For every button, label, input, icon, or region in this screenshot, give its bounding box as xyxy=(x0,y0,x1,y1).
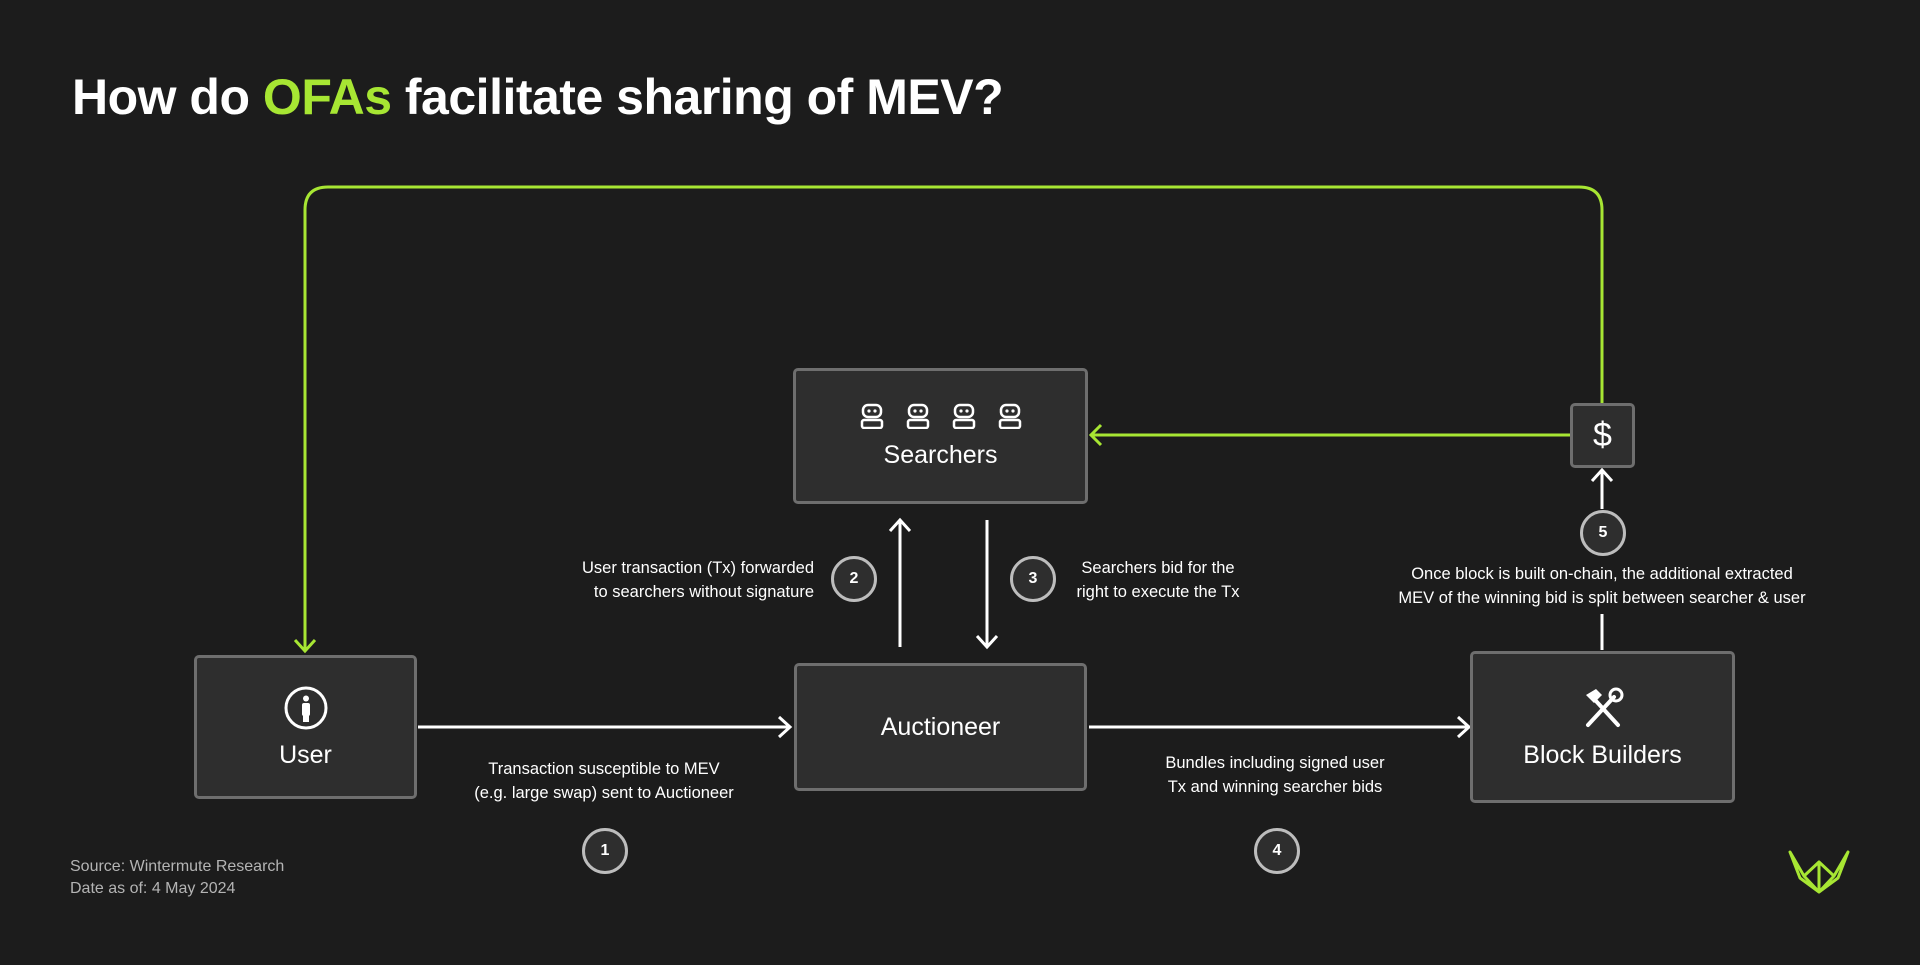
step-3-badge: 3 xyxy=(1010,556,1056,602)
block-builders-node: Block Builders xyxy=(1470,651,1735,803)
person-icon xyxy=(284,686,327,729)
robot-icon xyxy=(860,403,883,429)
title-suffix: facilitate sharing of MEV? xyxy=(391,69,1004,125)
robot-icon xyxy=(952,403,975,429)
step-2-line-2: to searchers without signature xyxy=(593,583,814,601)
green-searchers-arrowhead xyxy=(1088,423,1103,447)
auctioneer-label: Auctioneer xyxy=(880,712,1001,741)
step-4-badge: 4 xyxy=(1254,828,1300,874)
title-prefix: How do xyxy=(72,69,263,125)
hammer-wrench-icon xyxy=(1585,687,1623,727)
step-3-line-1: Searchers bid for the xyxy=(1081,559,1235,577)
step-2-line-1: User transaction (Tx) forwarded xyxy=(582,559,814,577)
step-5-badge: 5 xyxy=(1580,510,1626,556)
footer-source: Source: Wintermute Research xyxy=(70,858,285,875)
step-2-description: User transaction (Tx) forwarded to searc… xyxy=(520,556,814,604)
arrowhead-dollar xyxy=(1590,467,1614,483)
wintermute-logo-icon xyxy=(1788,850,1850,894)
arrowhead-down-auctioneer xyxy=(975,634,999,650)
page-title: How do OFAs facilitate sharing of MEV? xyxy=(72,68,1004,126)
arrowhead-auctioneer xyxy=(777,715,793,739)
block-builders-label: Block Builders xyxy=(1523,740,1682,769)
step-5-line-1: Once block is built on-chain, the additi… xyxy=(1411,565,1793,583)
user-label: User xyxy=(279,740,332,769)
step-4-description: Bundles including signed user Tx and win… xyxy=(1125,751,1425,799)
dollar-icon: $ xyxy=(1570,403,1635,468)
footer-date: Date as of: 4 May 2024 xyxy=(70,880,236,897)
step-5-line-2: MEV of the winning bid is split between … xyxy=(1398,589,1806,607)
title-highlight: OFAs xyxy=(262,69,392,125)
green-loop-arrowhead xyxy=(293,638,317,654)
searchers-label: Searchers xyxy=(883,440,998,469)
footer: Source: Wintermute Research Date as of: … xyxy=(70,856,284,900)
step-5-description: Once block is built on-chain, the additi… xyxy=(1372,562,1832,610)
step-1-line-1: Transaction susceptible to MEV xyxy=(488,760,720,778)
arrowhead-up-searchers xyxy=(888,517,912,533)
searcher-bots xyxy=(860,403,1022,429)
step-1-badge: 1 xyxy=(582,828,628,874)
step-3-line-2: right to execute the Tx xyxy=(1076,583,1240,601)
robot-icon xyxy=(906,403,929,429)
step-2-badge: 2 xyxy=(831,556,877,602)
robot-icon xyxy=(998,403,1021,429)
step-3-description: Searchers bid for the right to execute t… xyxy=(1058,556,1258,604)
auctioneer-node: Auctioneer xyxy=(794,663,1087,791)
searchers-node: Searchers xyxy=(793,368,1088,504)
step-4-line-2: Tx and winning searcher bids xyxy=(1167,778,1383,796)
green-loop-arrow xyxy=(303,185,1604,650)
step-1-line-2: (e.g. large swap) sent to Auctioneer xyxy=(474,784,734,802)
user-node: User xyxy=(194,655,417,799)
arrowhead-builders xyxy=(1456,715,1472,739)
step-4-line-1: Bundles including signed user xyxy=(1165,754,1385,772)
step-1-description: Transaction susceptible to MEV (e.g. lar… xyxy=(454,757,754,805)
